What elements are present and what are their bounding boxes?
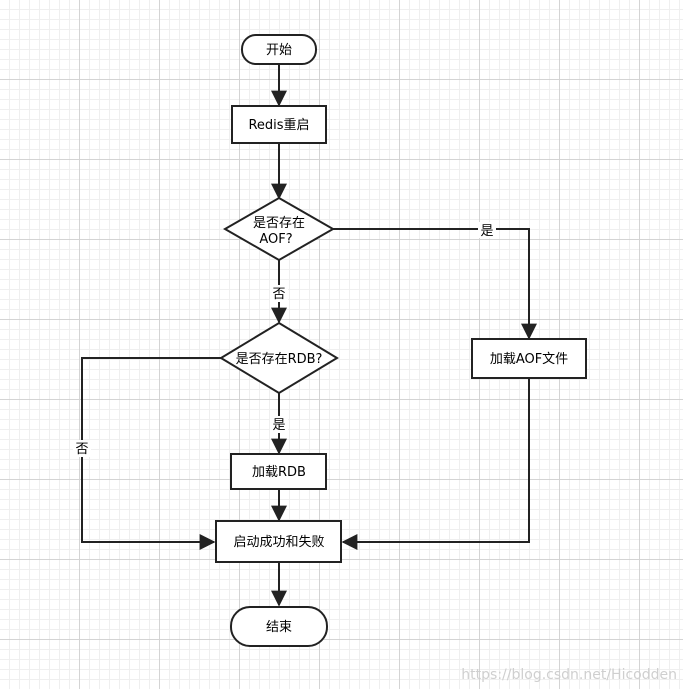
restart-node bbox=[231, 105, 327, 144]
aof-yes-label: 是 bbox=[480, 224, 493, 239]
has-aof-label-line1: 是否存在 bbox=[253, 216, 305, 231]
has-aof-decision bbox=[222, 196, 336, 262]
has-aof-label-line2: AOF? bbox=[259, 232, 292, 247]
watermark: https://blog.csdn.net/Hicodden bbox=[461, 667, 677, 683]
load-aof-node bbox=[471, 338, 587, 379]
end-node bbox=[230, 606, 328, 647]
load-rdb-label: 加载RDB bbox=[252, 465, 306, 480]
edge-rdb-no bbox=[81, 357, 221, 550]
edge-loadaof-result bbox=[341, 378, 530, 550]
has-rdb-decision bbox=[219, 321, 339, 395]
start-label: 开始 bbox=[266, 43, 292, 58]
edge-aof-yes bbox=[333, 228, 537, 340]
result-node bbox=[215, 520, 342, 563]
end-label: 结束 bbox=[266, 620, 292, 635]
restart-label: Redis重启 bbox=[248, 117, 309, 133]
rdb-no-label: 否 bbox=[75, 442, 88, 457]
aof-no-label: 否 bbox=[272, 287, 285, 302]
result-label: 启动成功和失败 bbox=[233, 535, 324, 550]
start-node bbox=[241, 34, 317, 65]
has-rdb-label: 是否存在RDB? bbox=[236, 352, 323, 367]
rdb-yes-label: 是 bbox=[272, 418, 285, 433]
load-rdb-node bbox=[230, 453, 327, 490]
load-aof-label: 加载AOF文件 bbox=[490, 352, 568, 367]
